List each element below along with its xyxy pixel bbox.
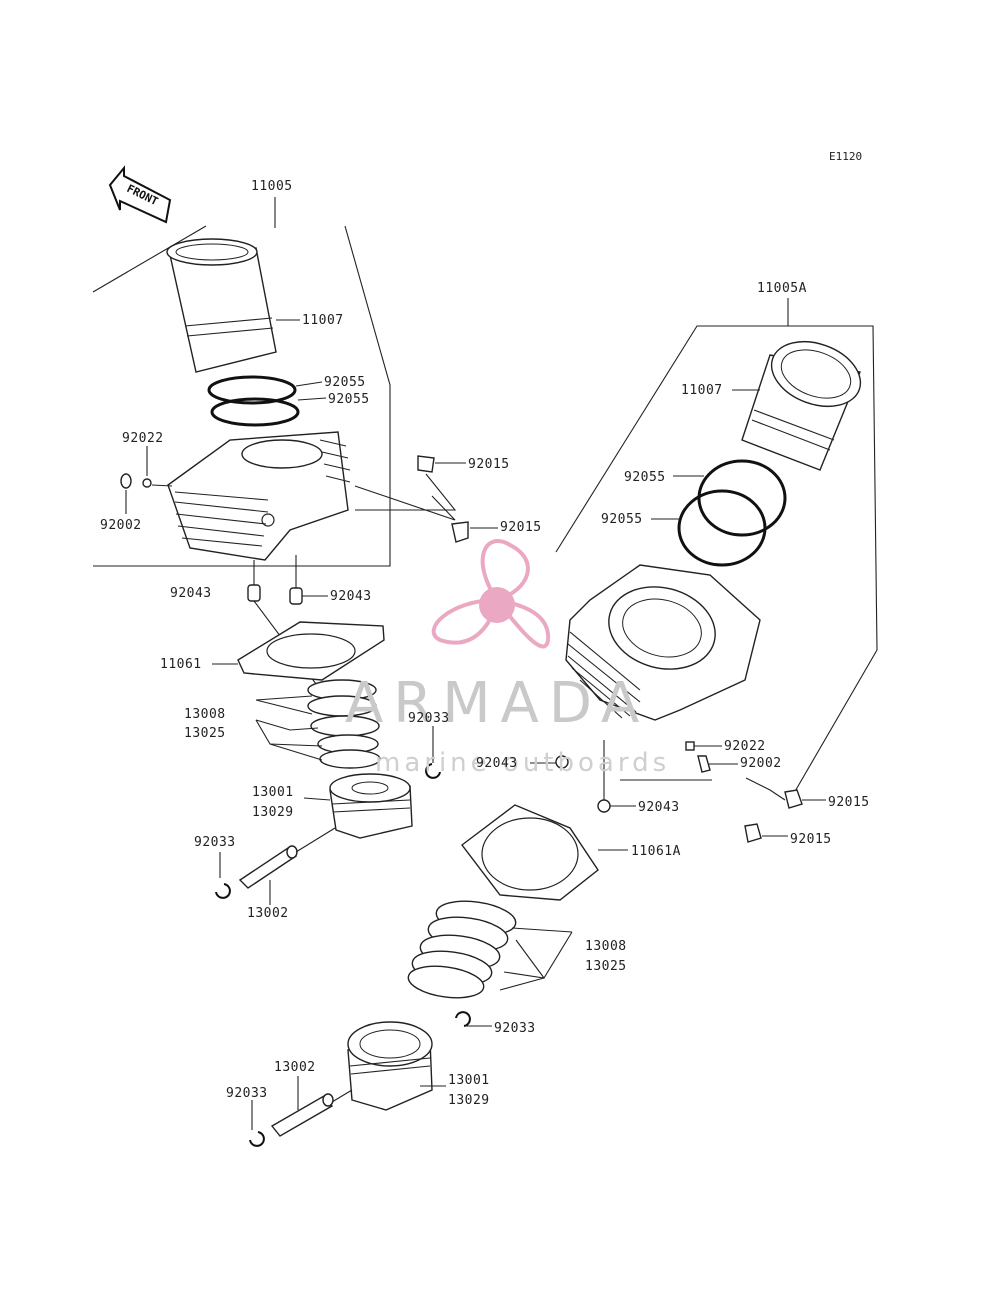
callout-92043-front-2: 92043	[330, 589, 372, 604]
callout-92033-rear-2: 92033	[226, 1086, 268, 1101]
front-bolt-92002	[120, 473, 132, 489]
front-o-ring-2	[210, 397, 300, 427]
callout-13002-front: 13002	[247, 906, 289, 921]
rear-bolt-92015-lower	[744, 823, 762, 843]
callout-92015-2: 92015	[500, 520, 542, 535]
front-dowel-2	[289, 587, 303, 605]
callout-13001-front: 13001	[252, 785, 294, 800]
callout-92015-rear-1: 92015	[828, 795, 870, 810]
callout-11005A: 11005A	[757, 281, 807, 296]
callout-13002-rear: 13002	[274, 1060, 316, 1075]
rear-base-gasket	[461, 804, 599, 901]
callout-92002-front: 92002	[100, 518, 142, 533]
callout-92033-front-1: 92033	[408, 711, 450, 726]
front-cylinder-block	[167, 431, 351, 561]
front-base-gasket	[237, 621, 385, 681]
bolt-92015-upper	[417, 455, 435, 473]
rear-piston-rings	[407, 900, 517, 999]
callout-11061A: 11061A	[631, 844, 681, 859]
front-o-ring-1	[207, 375, 297, 405]
callout-11007-front: 11007	[302, 313, 344, 328]
rear-cylinder-sleeve	[741, 341, 862, 471]
callout-13029-rear: 13029	[448, 1093, 490, 1108]
callout-92043-rear-1: 92043	[476, 756, 518, 771]
callout-92015-1: 92015	[468, 457, 510, 472]
rear-dowel-1	[555, 755, 569, 769]
callout-92033-rear-1: 92033	[494, 1021, 536, 1036]
callout-92022-rear: 92022	[724, 739, 766, 754]
callout-92055-front-1: 92055	[324, 375, 366, 390]
front-washer-92022	[142, 478, 152, 488]
front-cylinder-group-frame	[92, 197, 391, 567]
callout-11007-rear: 11007	[681, 383, 723, 398]
front-piston-rings	[307, 679, 381, 769]
watermark-brand: ARMADA	[345, 671, 649, 736]
rear-dowel-2	[597, 799, 611, 813]
callout-13025-rear: 13025	[585, 959, 627, 974]
callout-11061: 11061	[160, 657, 202, 672]
rear-cylinder-group-frame	[555, 298, 878, 801]
rear-piston	[347, 1021, 433, 1111]
callout-13029-front: 13029	[252, 805, 294, 820]
callout-92043-front-1: 92043	[170, 586, 212, 601]
callout-13025-front: 13025	[184, 726, 226, 741]
front-piston-pin	[238, 845, 298, 889]
callout-13001-rear: 13001	[448, 1073, 490, 1088]
rear-piston-pin	[270, 1093, 334, 1137]
callout-92015-rear-2: 92015	[790, 832, 832, 847]
watermark-tagline: marine outboards	[375, 748, 670, 778]
rear-circlip-lower	[249, 1131, 265, 1147]
front-piston	[329, 773, 413, 839]
rear-circlip-upper	[455, 1011, 471, 1027]
front-circlip-lower	[215, 883, 231, 899]
callout-13008-front: 13008	[184, 707, 226, 722]
callout-92043-rear-2: 92043	[638, 800, 680, 815]
callout-92055-rear-2: 92055	[601, 512, 643, 527]
armada-logo-icon	[431, 539, 551, 649]
callout-13008-rear: 13008	[585, 939, 627, 954]
callout-92055-front-2: 92055	[328, 392, 370, 407]
callout-92055-rear-1: 92055	[624, 470, 666, 485]
rear-bolt-92002	[697, 755, 711, 773]
callout-11005: 11005	[251, 179, 293, 194]
bolt-92015-lower	[451, 521, 469, 543]
front-cylinder-sleeve	[166, 238, 277, 373]
rear-o-ring-1	[697, 459, 787, 537]
callout-92002-rear: 92002	[740, 756, 782, 771]
rear-o-ring-2	[677, 489, 767, 567]
front-arrow-icon: FRONT	[108, 165, 172, 224]
front-circlip-upper	[425, 763, 441, 779]
front-dowel-1	[247, 584, 261, 602]
callout-92033-front-2: 92033	[194, 835, 236, 850]
rear-washer-92022	[685, 741, 695, 751]
rear-bolt-92015-upper	[784, 789, 803, 809]
callout-92022-front: 92022	[122, 431, 164, 446]
diagram-ref-code: E1120	[829, 150, 862, 163]
rear-cylinder-block	[565, 564, 761, 721]
